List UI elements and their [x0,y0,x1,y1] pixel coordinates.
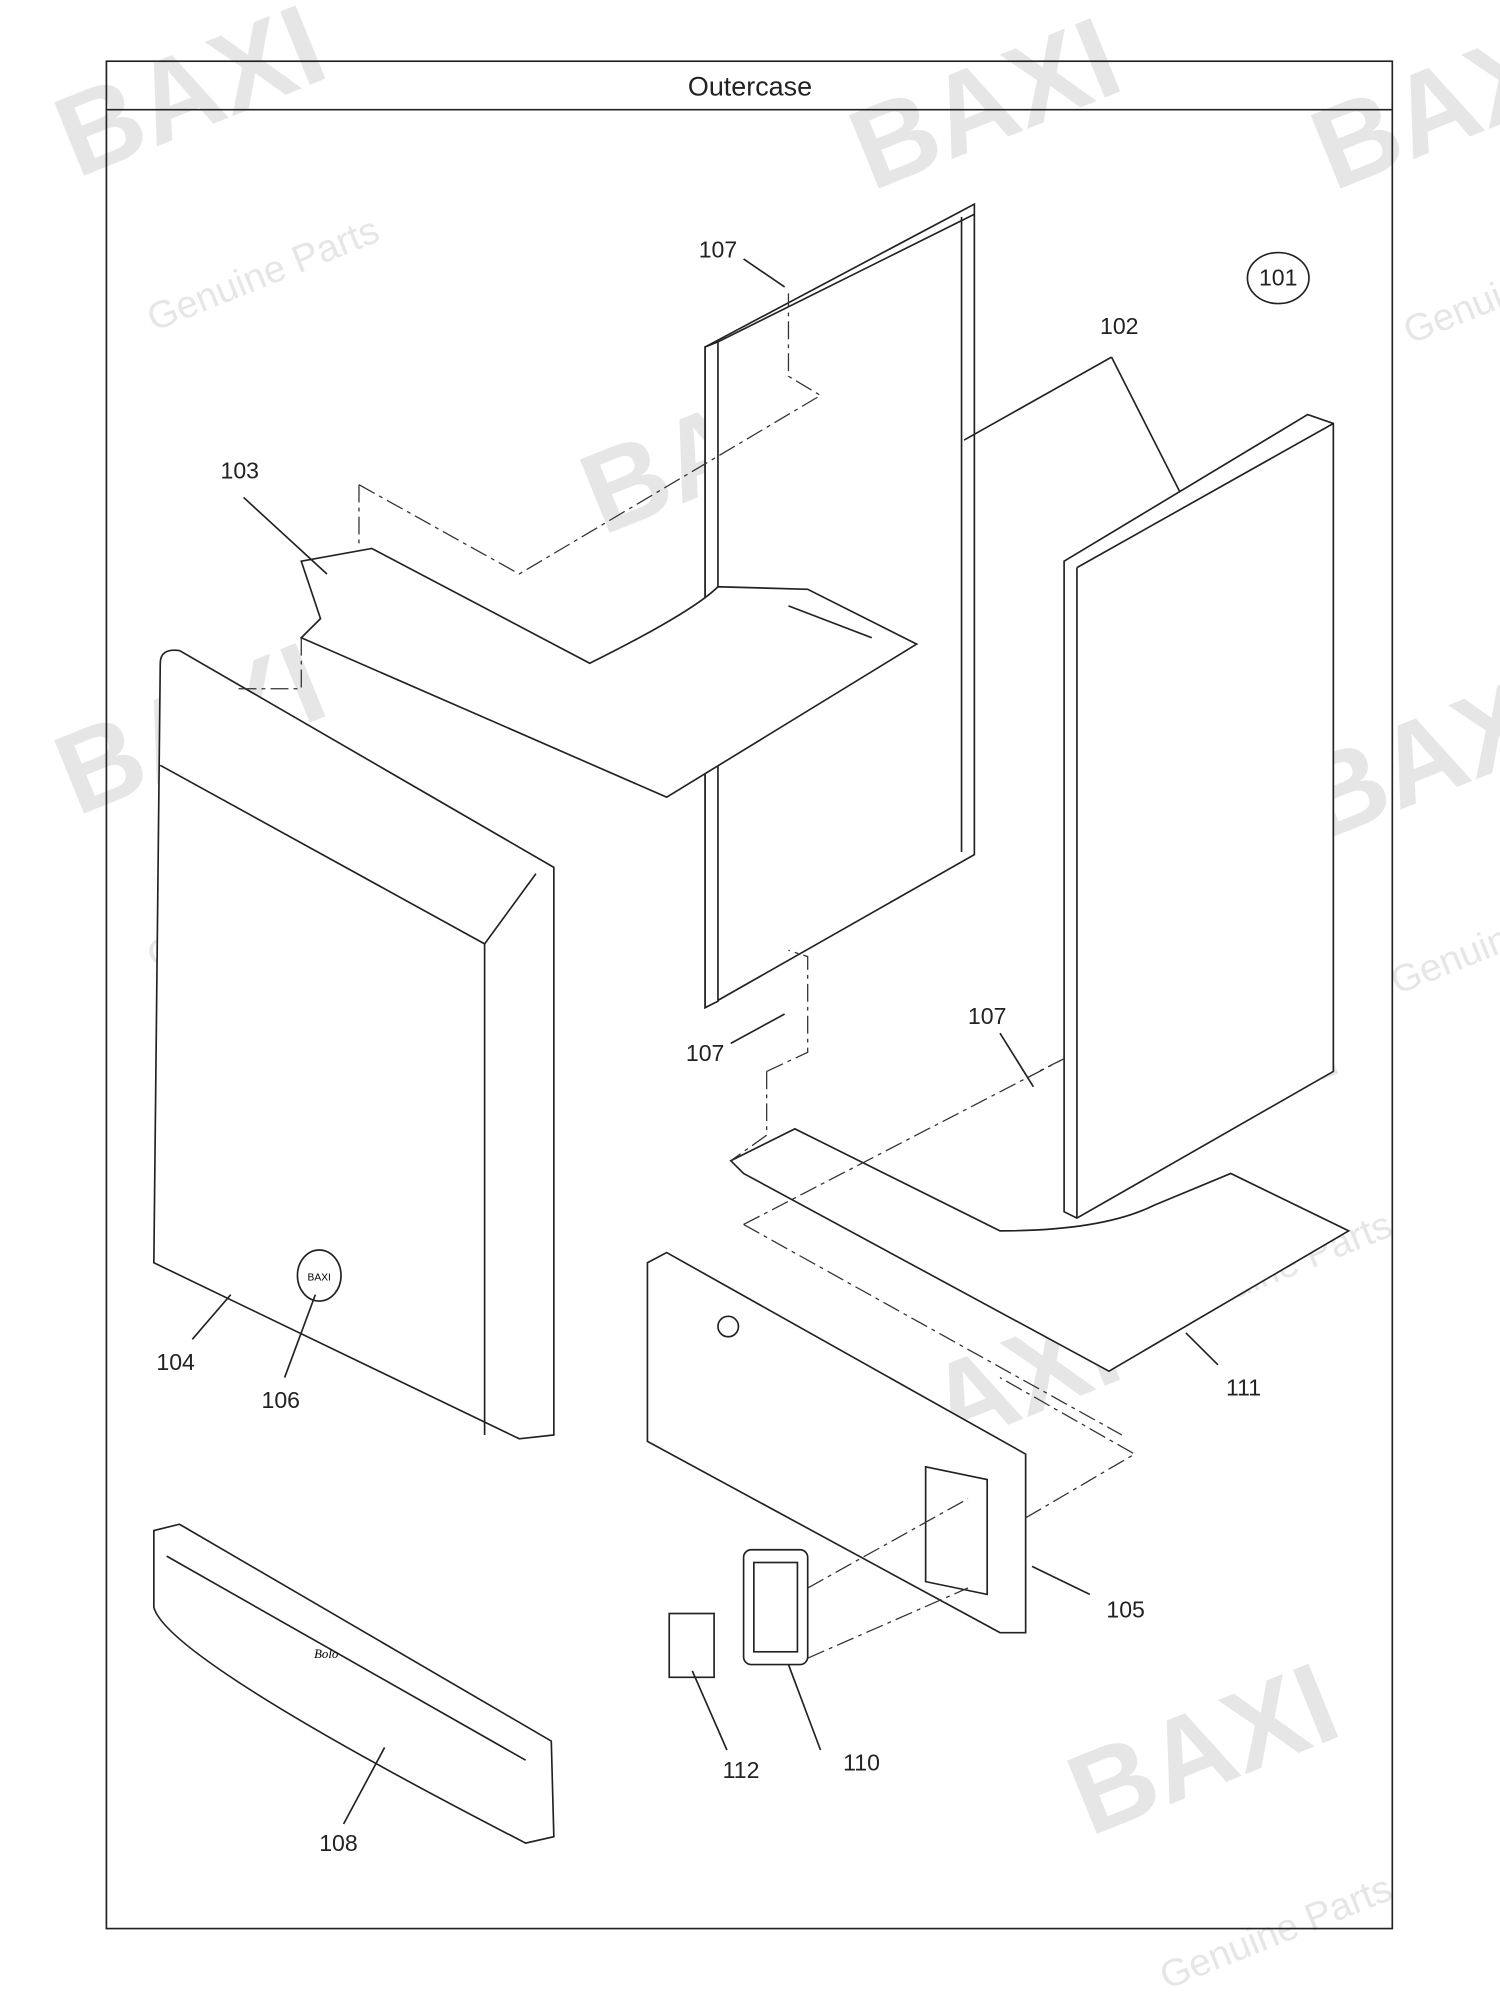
callout-111: 111 [1226,1374,1261,1400]
callout-labels: 101 102 103 107 107 107 104 106 111 105 … [156,237,1310,1856]
trim-logo-text: Bolo [314,1647,338,1661]
part-111-bottom-plate [729,1127,1351,1373]
watermark-tagline: Genuine Parts [1397,221,1500,352]
watermark-brand: BAXI [1295,0,1500,214]
part-110-frame [742,1548,809,1666]
callout-101-circle [1246,251,1310,305]
part-108-bottom-trim: Bolo [153,1523,555,1844]
diagram-frame [105,60,1394,1930]
leader-lines [191,258,1219,1825]
watermark-brand: BAXI [38,0,342,202]
part-105-lower-panel [646,1251,1027,1634]
part-104-front-cover: BAXI [153,649,555,1440]
callout-107-middle: 107 [686,1040,724,1066]
watermark-tagline: Genuine Parts [141,209,385,340]
callout-108: 108 [319,1830,357,1856]
part-103-top-plate [299,547,919,799]
watermark-brand: BAXI [833,0,1137,214]
watermark-tagline: Genuine Parts [1154,1867,1398,1998]
callout-107-right: 107 [968,1003,1006,1029]
badge-text: BAXI [308,1273,331,1284]
part-102-side-panel [1063,413,1335,1220]
watermark-brand: BAXI [1051,1639,1355,1860]
callout-112: 112 [723,1757,760,1783]
callout-105: 105 [1106,1596,1144,1622]
callout-103: 103 [221,457,259,483]
diagram-title: Outercase [688,72,812,102]
callout-106: 106 [262,1387,300,1413]
callout-107-top: 107 [699,237,737,263]
callout-110: 110 [843,1749,880,1775]
part-112-label [668,1612,715,1679]
callout-102: 102 [1100,313,1138,339]
callout-101: 101 [1259,265,1297,291]
watermark-tagline: Genuine Parts [1385,872,1500,1003]
callout-104: 104 [156,1349,195,1375]
